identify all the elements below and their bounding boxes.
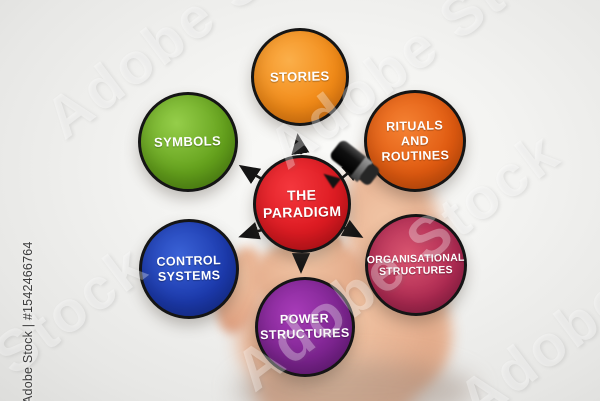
node-stories: STORIES	[251, 28, 349, 126]
pen-tip	[320, 168, 341, 189]
node-organisational-structures: ORGANISATIONAL STRUCTURES	[365, 214, 467, 316]
node-symbols: SYMBOLS	[138, 92, 238, 192]
adobe-stock-credit-watermark: Adobe Stock | #1542466764	[21, 241, 35, 401]
node-control-systems: CONTROL SYSTEMS	[139, 219, 239, 319]
node-rituals-and-routines: RITUALS AND ROUTINES	[364, 90, 466, 192]
node-power-structures: POWER STRUCTURES	[255, 277, 355, 377]
node-the-paradigm: THE PARADIGM	[253, 155, 351, 253]
